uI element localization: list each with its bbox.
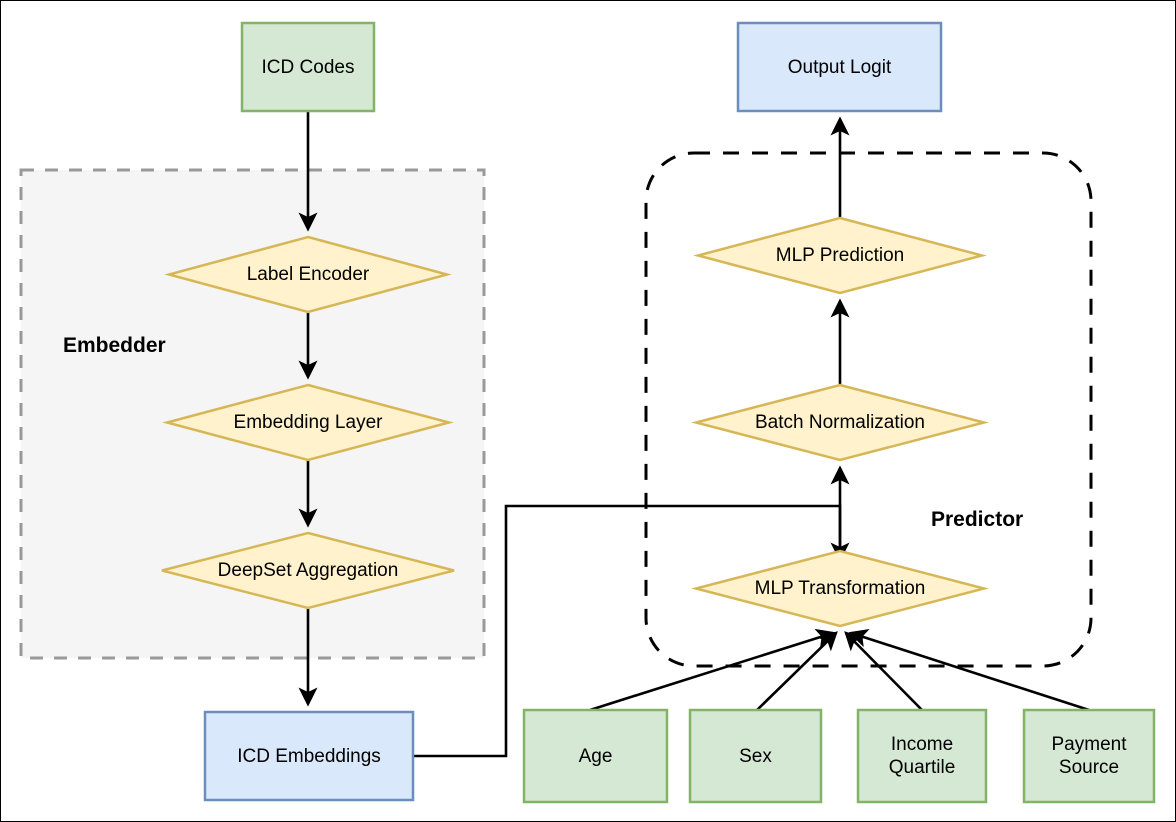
node-icd-embeddings-shape[interactable] bbox=[203, 710, 415, 802]
node-deepset-aggregation-shape[interactable] bbox=[161, 531, 455, 610]
node-payment-source-shape[interactable] bbox=[1022, 708, 1156, 804]
edge-age-to-mlp-transformation bbox=[589, 628, 836, 712]
group-label-predictor: Predictor bbox=[931, 508, 1024, 531]
edge-sex-to-mlp-transformation bbox=[756, 631, 838, 711]
node-batch-normalization-shape[interactable] bbox=[691, 383, 989, 462]
node-icd-codes-shape[interactable] bbox=[240, 21, 376, 113]
node-embedding-layer-shape[interactable] bbox=[162, 383, 454, 462]
node-age-shape[interactable] bbox=[522, 708, 669, 804]
node-output-logit-shape[interactable] bbox=[736, 21, 943, 113]
node-label-encoder-shape[interactable] bbox=[164, 235, 452, 314]
group-label-embedder: Embedder bbox=[63, 334, 166, 357]
group-predictor-box bbox=[644, 151, 1093, 668]
edge-payment-source-to-mlp-transformation bbox=[848, 628, 1090, 712]
node-sex-shape[interactable] bbox=[688, 708, 823, 804]
node-mlp-transformation-shape[interactable] bbox=[691, 549, 989, 628]
node-mlp-prediction-shape[interactable] bbox=[693, 216, 987, 295]
node-income-quartile-shape[interactable] bbox=[856, 708, 988, 804]
